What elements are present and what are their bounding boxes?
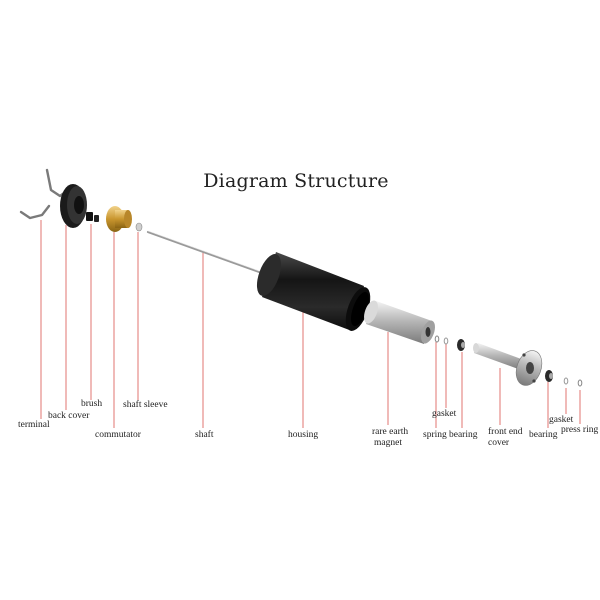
bearing-1-part [457,339,465,351]
label-bearing-2: bearing [529,430,558,440]
label-bearing-1: bearing [449,430,478,440]
shaft-part [146,230,264,275]
press-ring-part [577,379,583,387]
label-back-cover: back cover [48,411,90,421]
rare-earth-magnet-part [364,300,435,344]
label-gasket-2: gasket [549,415,574,425]
label-gasket-1: gasket [432,409,457,419]
label-front-end-cover-line2: cover [488,438,510,448]
spring-part [434,335,440,343]
back-cover-part [60,184,87,228]
label-shaft-sleeve: shaft sleeve [123,400,168,410]
label-shaft: shaft [195,430,214,440]
label-spring: spring [423,430,447,440]
label-brush: brush [81,399,103,409]
brush-part [86,212,99,222]
label-rare-earth-magnet-line2: magnet [374,438,402,448]
gasket-2-part [563,377,569,385]
terminal-lower [19,204,51,220]
commutator-part [106,206,132,232]
shaft-sleeve-part [135,222,143,232]
leader-lines [40,220,581,428]
front-end-cover-part [473,343,543,386]
diagram-title: Diagram Structure [203,170,389,192]
label-rare-earth-magnet-line1: rare earth [372,427,409,437]
label-press-ring: press ring [561,425,599,435]
label-terminal: terminal [18,420,50,430]
bearing-2-part [545,370,553,382]
label-housing: housing [288,430,319,440]
label-commutator: commutator [95,430,141,440]
housing-part [256,252,371,331]
gasket-1-part [443,337,449,345]
label-front-end-cover-line1: front end [488,427,523,437]
